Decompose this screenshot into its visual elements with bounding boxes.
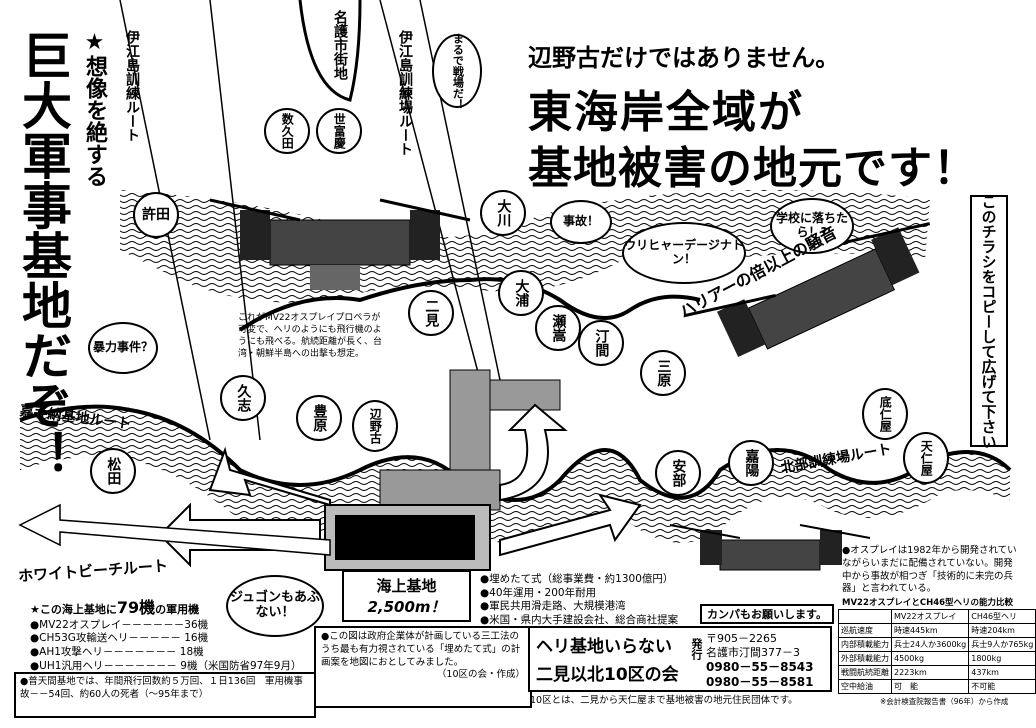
org-footer: 10区とは、二見から天仁屋まで基地被害の地元住民団体です。 (530, 695, 798, 706)
kanpa-notice: カンパもお願いします。 (700, 604, 834, 624)
zu-credit: （10区の会・作成） (436, 669, 525, 681)
org-name2: 二見以北10区の会 (536, 665, 679, 685)
osprey-caption: これがMV22オスプレイプロペラが可変で、ヘリのようにも飛行機のようにも飛べる。… (238, 313, 383, 360)
table-cell: 2223km (890, 665, 970, 680)
table-cell: 不可能 (968, 679, 1036, 694)
table-cell: 兵士24人か3600kg (890, 637, 970, 652)
osprey-note: ●オスプレイは1982年から開発されていながらいまだに配備されていない。開発中か… (842, 545, 1017, 595)
org-address: 名護市汀間377－3 (706, 646, 800, 659)
table-cell: 兵士9人か765kg (968, 637, 1036, 652)
base-label-box: 海上基地 2,500m！ (342, 570, 471, 622)
place-toyohara: 豊原 (296, 395, 342, 441)
plan-note: ●米国・県内大手建設会社、総合商社提案 (480, 613, 679, 626)
org-tel: 0980－55－8543 (706, 660, 814, 674)
plan-notes: ●埋めたて式（総事業費・約1300億円） ●40年運用・200年耐用 ●軍民共用… (480, 573, 678, 628)
route-ie-right: 伊江島訓練場ルート (397, 30, 413, 156)
table-row: 内部積載能力 兵士24人か3600kg 兵士9人か765kg (838, 637, 1036, 652)
bubble-jiko: 事故！ (550, 200, 612, 244)
aircraft-list: ★この海上基地に79機の軍用機 ●MV22オスプレイ－－－－－－36機 ●CH5… (30, 598, 330, 673)
place-ama: 汀間 (578, 320, 624, 366)
org-fax: 0980－55－8581 (706, 675, 814, 689)
plan-note: ●軍民共用滑走路、大規模港湾 (480, 600, 626, 613)
table-row: 外部積載能力 4500kg 1800kg (838, 651, 1036, 666)
org-box: ヘリ基地いらない 二見以北10区の会 発行 〒905－2265 名護市汀間377… (528, 626, 832, 692)
place-matsuda: 松田 (90, 448, 136, 494)
table-row: 戦闘航続距離 2223km 437km (838, 665, 1036, 680)
plan-note: ●40年運用・200年耐用 (480, 586, 597, 599)
comparison-table: MV22オスプレイ CH46型ヘリ 巡航速度 時速445km 時速204km 内… (838, 609, 1036, 694)
zu-note-text: ●この図は政府企業体が計画している三工法のうち最も有力視されている「埋めたて式」… (321, 631, 521, 668)
left-title: 巨大軍事基地だぞ！ (14, 30, 72, 480)
place-sesoko: 瀬嵩 (535, 305, 581, 351)
table-cell: 戦闘航続距離 (838, 665, 892, 680)
org-name1: ヘリ基地いらない (536, 637, 672, 657)
place-futami: 二見 (408, 290, 454, 336)
table-header-cell: CH46型ヘリ (968, 609, 1036, 624)
left-subtitle: ★想像を絶する (82, 30, 107, 187)
route-nago: 名護市街地 (332, 10, 348, 80)
table-header-cell (838, 609, 892, 624)
org-issuer: 発行 (690, 638, 703, 660)
place-kayo: 嘉陽 (728, 440, 774, 486)
headline-line2: 東海岸全域が (528, 87, 804, 138)
table-cell: 4500kg (890, 651, 970, 666)
table-header-cell: MV22オスプレイ (890, 609, 970, 624)
copy-notice: このチラシをコピーして広げて下さい (970, 194, 1008, 449)
table-cell: 時速445km (890, 623, 970, 638)
place-kyoda: 許田 (133, 192, 179, 238)
place-abu: 安部 (655, 450, 701, 496)
table-cell: 1800kg (968, 651, 1036, 666)
table-header-row: MV22オスプレイ CH46型ヘリ (838, 609, 1036, 624)
place-oura: 大浦 (498, 270, 544, 316)
base-label: 海上基地 (376, 577, 437, 595)
base-length: 2,500m！ (367, 598, 446, 616)
comparison-title: MV22オスプレイとCH46型ヘリの能力比較 (842, 598, 1014, 608)
aircraft-title-pre: ★この海上基地に (30, 603, 117, 616)
place-kushi: 久志 (220, 375, 266, 421)
table-cell: 可 能 (890, 679, 970, 694)
route-ie-left: 伊江島訓練ルート (124, 30, 140, 142)
table-cell: 437km (968, 665, 1036, 680)
place-sukuta: 数久田 (264, 108, 310, 154)
place-yofuke: 世富慶 (316, 108, 362, 154)
bubble-gakko: 学校に落ちたら！? (770, 198, 854, 254)
headline-line1: 辺野古だけではありません。 (528, 44, 840, 72)
table-cell: 時速204km (968, 623, 1036, 638)
table-row: 空中給油 可 能 不可能 (838, 679, 1036, 694)
org-zip: 〒905－2265 (706, 632, 777, 645)
table-cell: 外部積載能力 (838, 651, 892, 666)
headline-line3: 基地被害の地元です！ (528, 143, 978, 194)
table-row: 巡航速度 時速445km 時速204km (838, 623, 1036, 638)
table-cell: 巡航速度 (838, 623, 892, 638)
aircraft-item: ●AH1攻撃ヘリ－－－－－－－ 18機 (30, 646, 204, 659)
aircraft-title-post: の軍用機 (155, 603, 200, 616)
bubble-boryoku: 暴力事件？ (88, 322, 158, 374)
bubble-dugong: ジュゴンもあぶない！ (226, 575, 324, 637)
aircraft-item: ●UH1汎用ヘリ－－－－－－－ 9機（米国防省97年9月） (30, 659, 302, 672)
place-mihara: 三原 (640, 350, 686, 396)
place-henoko: 辺野古 (352, 400, 398, 452)
place-teniya: 天仁屋 (903, 432, 949, 484)
aircraft-count: 79機 (116, 598, 156, 617)
zu-note: ●この図は政府企業体が計画している三工法のうち最も有力視されている「埋めたて式」… (314, 626, 532, 708)
aircraft-item: ●MV22オスプレイ－－－－－－36機 (30, 618, 209, 631)
table-cell: 空中給油 (838, 679, 892, 694)
plan-note: ●埋めたて式（総事業費・約1300億円） (480, 573, 674, 585)
place-sokobaru: 底仁屋 (862, 388, 908, 440)
bubble-uri: ウリヒャーデージナトン！ (622, 222, 746, 284)
bubble-senjo: まるで戦場だ！ (432, 33, 482, 110)
table-cell: 内部積載能力 (838, 637, 892, 652)
place-okawa: 大川 (480, 190, 526, 236)
futenma-note: ●普天間基地では、年間飛行回数約５万回、１日136回 軍用機事故－－54回、約6… (14, 672, 316, 718)
comparison-source: ※会計検査院報告書（96年）から作成 (880, 697, 1009, 706)
aircraft-item: ●CH53G攻輸送ヘリ－－－－－ 16機 (30, 632, 209, 645)
